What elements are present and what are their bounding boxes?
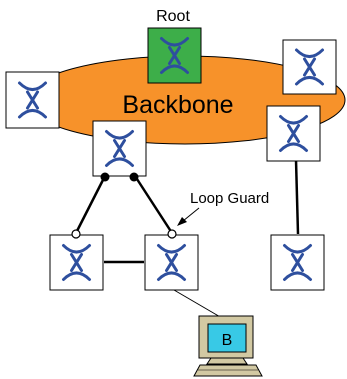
link-backbone-right-to-bottom-right [294, 159, 300, 235]
root-switch [147, 27, 202, 84]
links [74, 159, 300, 264]
access-bottom-middle-switch [144, 234, 199, 291]
port-bottom-left-blocking [71, 229, 81, 239]
link-bottom-middle-to-computer [173, 289, 223, 319]
backbone-label: Backbone [122, 91, 233, 119]
computer-icon [193, 315, 263, 377]
port-access-top-right-forwarding [129, 172, 139, 182]
loop-guard-arrow [177, 207, 200, 226]
root-label: Root [156, 8, 190, 25]
backbone-right-top-switch [282, 39, 337, 95]
loop-guard-label: Loop Guard [190, 190, 269, 207]
link-access-top-to-bottom-left [74, 175, 107, 234]
backbone-right-mid-switch [266, 105, 321, 162]
access-top-switch [92, 120, 147, 177]
link-access-top-to-bottom-middle [133, 175, 174, 234]
port-access-top-left-forwarding [100, 172, 110, 182]
port-bottom-middle-loop-guard [167, 229, 177, 239]
computer-label: B [222, 332, 233, 349]
access-bottom-left-switch [49, 234, 104, 291]
backbone-left-switch [5, 71, 60, 129]
access-bottom-right-switch [270, 234, 325, 291]
